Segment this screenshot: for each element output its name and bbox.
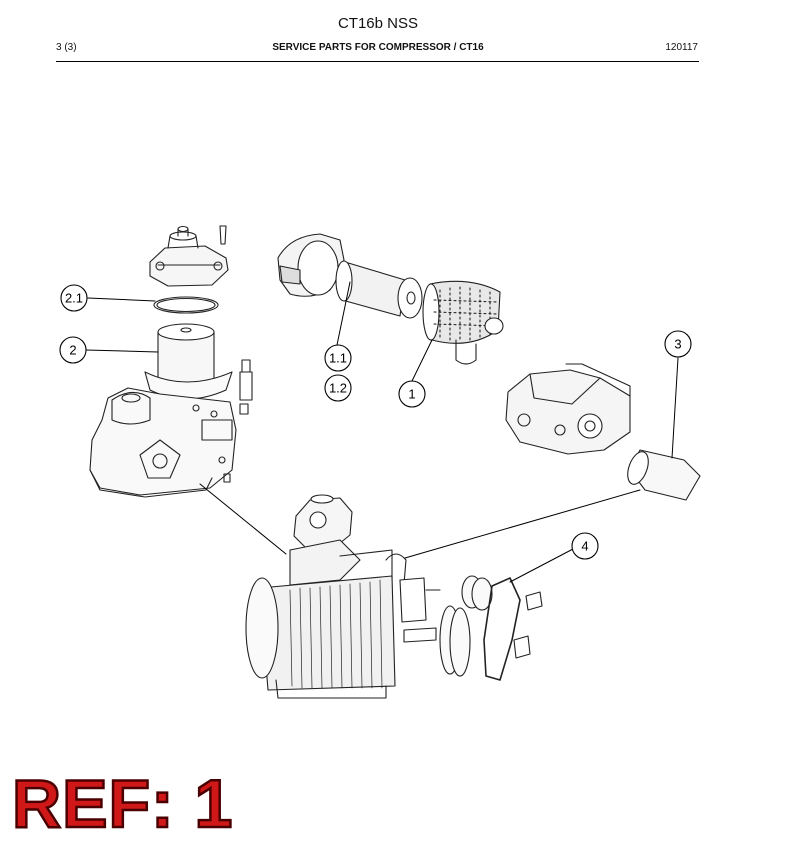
compressor-head-assembly bbox=[89, 225, 253, 498]
document-title: CT16b NSS bbox=[337, 15, 419, 32]
callout-3-label: 3 bbox=[674, 337, 681, 352]
callout-1-1: 1.1 bbox=[324, 344, 352, 372]
section-title: SERVICE PARTS FOR COMPRESSOR / CT16 bbox=[272, 42, 484, 53]
oil-filter-assembly bbox=[505, 363, 701, 501]
callout-1-label: 1 bbox=[408, 387, 415, 402]
callout-1-2-label: 1.2 bbox=[329, 381, 347, 396]
callout-2: 2 bbox=[59, 336, 87, 364]
callout-3: 3 bbox=[664, 330, 692, 358]
callout-1-2: 1.2 bbox=[324, 374, 352, 402]
callout-4: 4 bbox=[571, 532, 599, 560]
callout-1-1-label: 1.1 bbox=[329, 351, 347, 366]
callout-2-1-label: 2.1 bbox=[65, 291, 83, 306]
reference-stamp: REF: 1 bbox=[11, 766, 234, 842]
document-code: 120117 bbox=[665, 42, 698, 53]
callout-2-label: 2 bbox=[69, 343, 76, 358]
callout-1: 1 bbox=[398, 380, 426, 408]
compressor-motor-unit bbox=[245, 494, 543, 699]
callout-2-1: 2.1 bbox=[60, 284, 88, 312]
callout-4-label: 4 bbox=[581, 539, 588, 554]
leader-lines bbox=[85, 281, 679, 583]
air-filter-assembly bbox=[277, 233, 504, 365]
header-divider bbox=[56, 61, 699, 62]
page-number: 3 (3) bbox=[56, 42, 77, 53]
